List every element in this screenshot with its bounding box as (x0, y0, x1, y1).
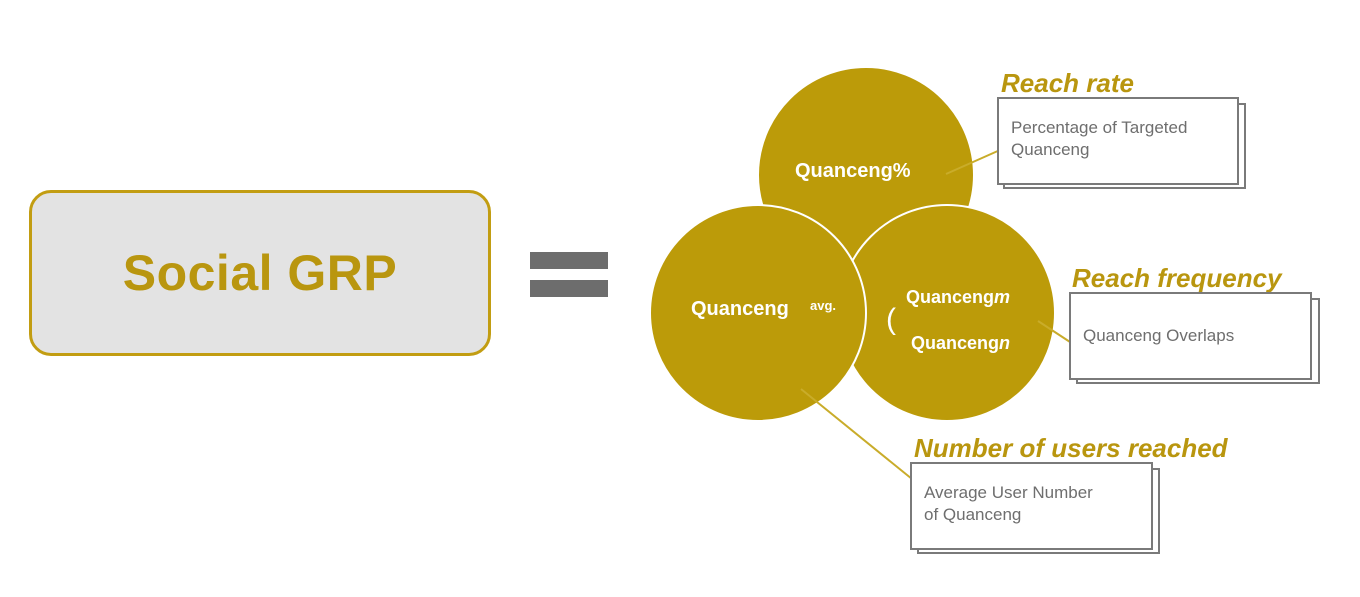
reach-rate-line-2: Quanceng (1011, 140, 1090, 159)
reach-rate-title: Reach rate (1001, 68, 1134, 98)
circle-right-line2: Quancengn (911, 333, 1010, 354)
reach-frequency-title: Reach frequency (1072, 263, 1282, 293)
equals-bar-top (530, 252, 608, 269)
reach-rate-line-1: Percentage of Targeted (1011, 118, 1188, 137)
users-reached-title: Number of users reached (914, 433, 1228, 463)
circle-right (838, 204, 1056, 422)
circle-left-label-group: Quanceng (691, 298, 789, 321)
connector-reach-frequency (1037, 320, 1071, 343)
connector-users-reached (800, 388, 913, 480)
circle-left-superscript: avg. (810, 298, 837, 313)
circle-right-line1-var: m (994, 287, 1011, 307)
circle-right-line1: Quancengm (906, 287, 1010, 308)
circle-left (649, 204, 867, 422)
reach-frequency-line-1: Quanceng Overlaps (1083, 326, 1235, 345)
circle-top-label: Quanceng% (795, 160, 911, 182)
social-grp-box: Social GRP (29, 190, 491, 356)
connector-reach-rate (945, 149, 1001, 175)
users-reached-box: Average User Number of Quanceng (910, 462, 1153, 550)
circle-right-line2-text: Quanceng (911, 333, 1000, 353)
social-grp-title: Social GRP (122, 245, 398, 301)
reach-rate-box: Percentage of Targeted Quanceng (997, 97, 1239, 185)
equals-bar-bottom (530, 280, 608, 297)
users-reached-line-1: Average User Number (924, 483, 1093, 502)
users-reached-line-2: of Quanceng (924, 505, 1022, 524)
reach-frequency-box: Quanceng Overlaps (1069, 292, 1312, 380)
circle-right-line2-var: n (999, 333, 1011, 353)
circle-right-bracket: ( (886, 303, 896, 336)
circle-left-label: Quanceng (691, 298, 789, 320)
circle-right-line1-text: Quanceng (906, 287, 995, 307)
